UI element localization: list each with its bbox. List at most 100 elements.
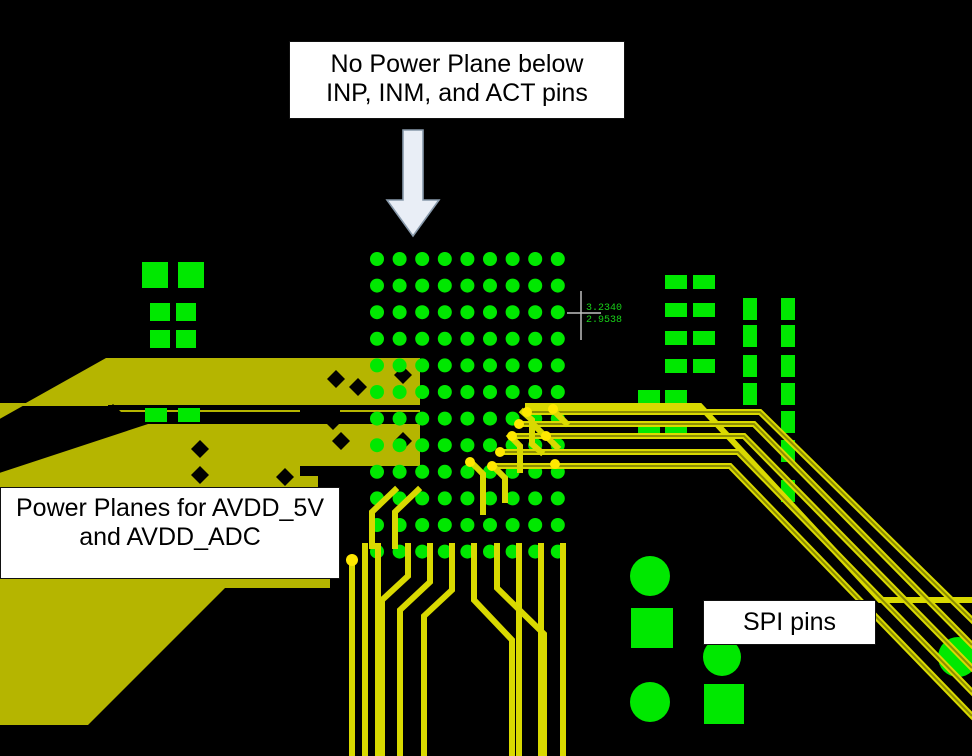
bga-pad (550, 518, 565, 532)
smd-pad (178, 262, 204, 288)
callout-spi-pins-line1: SPI pins (742, 608, 837, 636)
bga-pad (437, 385, 452, 399)
bga-pad (483, 331, 497, 346)
smd-pad (693, 275, 715, 289)
bga-pad (550, 252, 565, 266)
bga-pad (392, 385, 407, 399)
bga-pad (483, 278, 497, 293)
callout-power-planes-line2: and AVDD_ADC (79, 522, 261, 551)
smd-pad (665, 390, 687, 404)
bga-pad (483, 358, 497, 373)
bga-pad (550, 305, 565, 320)
smd-pad (743, 383, 757, 405)
bga-pad (370, 331, 384, 346)
bga-pad (437, 411, 452, 426)
bga-pad (528, 491, 543, 506)
smd-pad (781, 298, 795, 320)
power-plane-avdd-5v-upper (0, 358, 420, 468)
bga-pad (460, 491, 475, 506)
bga-pad (550, 358, 565, 373)
bga-pad (505, 278, 520, 293)
bga-pad (528, 252, 543, 266)
bga-pad (415, 518, 430, 532)
power-plane-avdd-adc (0, 424, 420, 500)
bga-pad (437, 544, 452, 559)
bga-pad (528, 518, 543, 532)
bga-pad (460, 252, 475, 266)
smd-pad (704, 684, 744, 724)
bga-pad (370, 278, 384, 293)
bga-pad (483, 252, 497, 266)
bga-pad (528, 358, 543, 373)
callout-no-power-plane-line1: No Power Plane below (330, 50, 584, 78)
down-arrow-icon (385, 129, 441, 238)
bga-pad (460, 385, 475, 399)
bga-pad (415, 331, 430, 346)
bga-pad (460, 305, 475, 320)
bga-pad (370, 464, 384, 479)
bga-pad (370, 358, 384, 373)
bga-pad (460, 358, 475, 373)
bga-pad (415, 464, 430, 479)
bga-pad (528, 305, 543, 320)
trace-group-right-fanout-inner (492, 411, 972, 717)
smd-pad (693, 331, 715, 345)
callout-no-power-plane: No Power Plane below INP, INM, and ACT p… (289, 41, 625, 119)
bga-pad (370, 385, 384, 399)
bga-pad (550, 331, 565, 346)
bga-pad (483, 385, 497, 399)
bga-pad (528, 385, 543, 399)
bga-pad (392, 252, 407, 266)
bga-pad (392, 305, 407, 320)
smd-pad (150, 303, 170, 321)
dimension-value-upper: 3.2340 (586, 303, 623, 314)
bga-pad (392, 331, 407, 346)
bga-pad (483, 438, 497, 453)
smd-pad (665, 331, 687, 345)
round-pad (630, 556, 670, 596)
bga-pad (370, 305, 384, 320)
bga-pad (415, 385, 430, 399)
smd-pad (142, 262, 168, 288)
smd-pad (781, 355, 795, 377)
bga-pad (415, 358, 430, 373)
smd-pad (145, 408, 167, 422)
bga-pad (483, 411, 497, 426)
bga-pad (415, 491, 430, 506)
bga-pad (505, 331, 520, 346)
bga-pad (505, 385, 520, 399)
bga-pad (437, 305, 452, 320)
bga-pad (415, 278, 430, 293)
smd-pad (178, 408, 200, 422)
bga-pad (415, 305, 430, 320)
bga-pad (437, 518, 452, 532)
bga-pad (392, 411, 407, 426)
left-square-pad-cluster (142, 262, 204, 348)
bga-pad (392, 464, 407, 479)
bga-pad (505, 491, 520, 506)
bga-pad (460, 518, 475, 532)
smd-pad (743, 325, 757, 347)
bga-pad (437, 491, 452, 506)
bga-pad (437, 464, 452, 479)
bga-pad (437, 331, 452, 346)
smd-pad (631, 608, 673, 648)
trace-group-bottom-bundle (375, 543, 566, 756)
left-plane-edge-pads (145, 408, 200, 422)
bga-pad (415, 438, 430, 453)
bga-pad (460, 331, 475, 346)
callout-power-planes: Power Planes for AVDD_5V and AVDD_ADC (0, 487, 340, 579)
bga-pad (392, 438, 407, 453)
bga-pad (437, 252, 452, 266)
bga-pad (437, 438, 452, 453)
crosshair-marker (567, 291, 601, 340)
bga-pad (505, 305, 520, 320)
bga-pad (550, 278, 565, 293)
callout-spi-pins: SPI pins (703, 600, 876, 645)
bga-pad (437, 358, 452, 373)
bga-pad (460, 411, 475, 426)
callout-no-power-plane-line2: INP, INM, and ACT pins (326, 78, 588, 107)
bga-pad (437, 278, 452, 293)
bga-pad (483, 491, 497, 506)
